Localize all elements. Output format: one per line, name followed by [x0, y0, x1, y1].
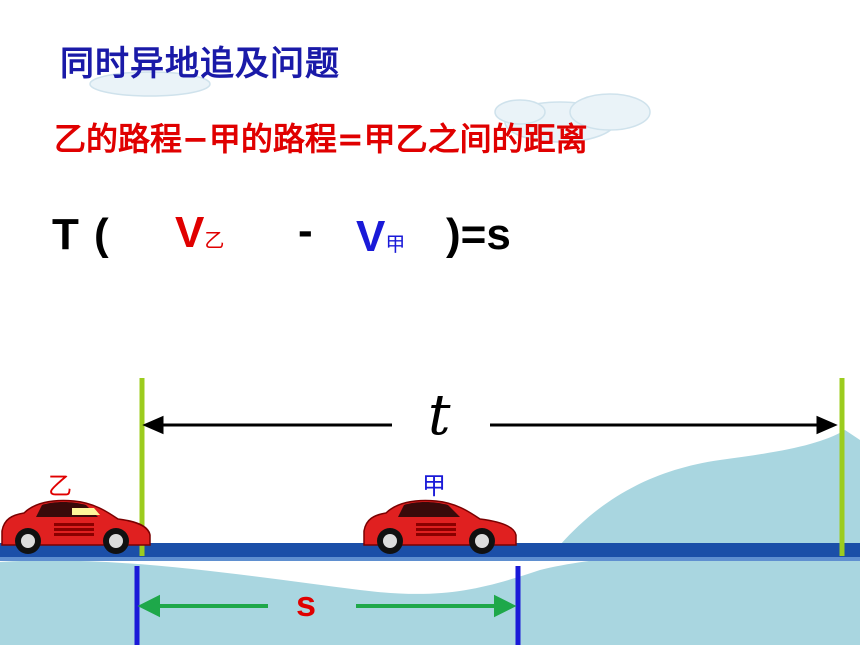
- formula-v-yi: V乙: [175, 208, 224, 258]
- time-label: t: [428, 383, 451, 448]
- road: [0, 543, 860, 557]
- formula-t: T: [52, 210, 79, 259]
- distance-label: s: [296, 583, 317, 624]
- formula-v-jia: V甲: [356, 212, 405, 262]
- road-edge: [0, 557, 860, 561]
- car-jia-label: 甲: [422, 472, 446, 500]
- formula-v-jia-sub: 甲: [385, 232, 406, 256]
- water-band: [0, 554, 860, 645]
- car-yi-label: 乙: [48, 472, 72, 500]
- formula-open-paren: (: [94, 210, 109, 259]
- formula-v-jia-letter: V: [356, 212, 386, 261]
- cloud-decoration: [89, 71, 651, 143]
- car-yi-icon: [1, 499, 151, 554]
- formula-close: )=s: [446, 210, 511, 259]
- wave-shape: [560, 430, 860, 545]
- formula-v-yi-letter: V: [175, 208, 205, 257]
- time-arrow: [142, 415, 838, 435]
- formula-v-yi-sub: 乙: [204, 228, 225, 252]
- distance-arrow: [137, 594, 517, 618]
- water-drop: [826, 444, 838, 456]
- relation-text: 乙的路程−甲的路程=甲乙之间的距离: [54, 120, 588, 158]
- formula-minus: -: [298, 206, 313, 255]
- slide-title: 同时异地追及问题: [60, 44, 340, 84]
- car-jia-icon: [363, 499, 517, 554]
